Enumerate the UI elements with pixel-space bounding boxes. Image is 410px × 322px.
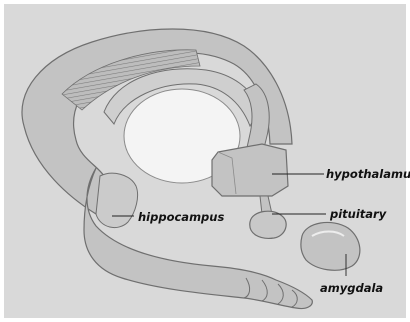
pituitary — [250, 211, 286, 238]
label-amygdala: amygdala — [320, 281, 383, 295]
label-pituitary: pituitary — [329, 207, 387, 221]
hypothalamus — [212, 144, 288, 196]
label-hippocampus: hippocampus — [138, 210, 224, 224]
label-hypothalamus: hypothalamus — [326, 167, 410, 181]
